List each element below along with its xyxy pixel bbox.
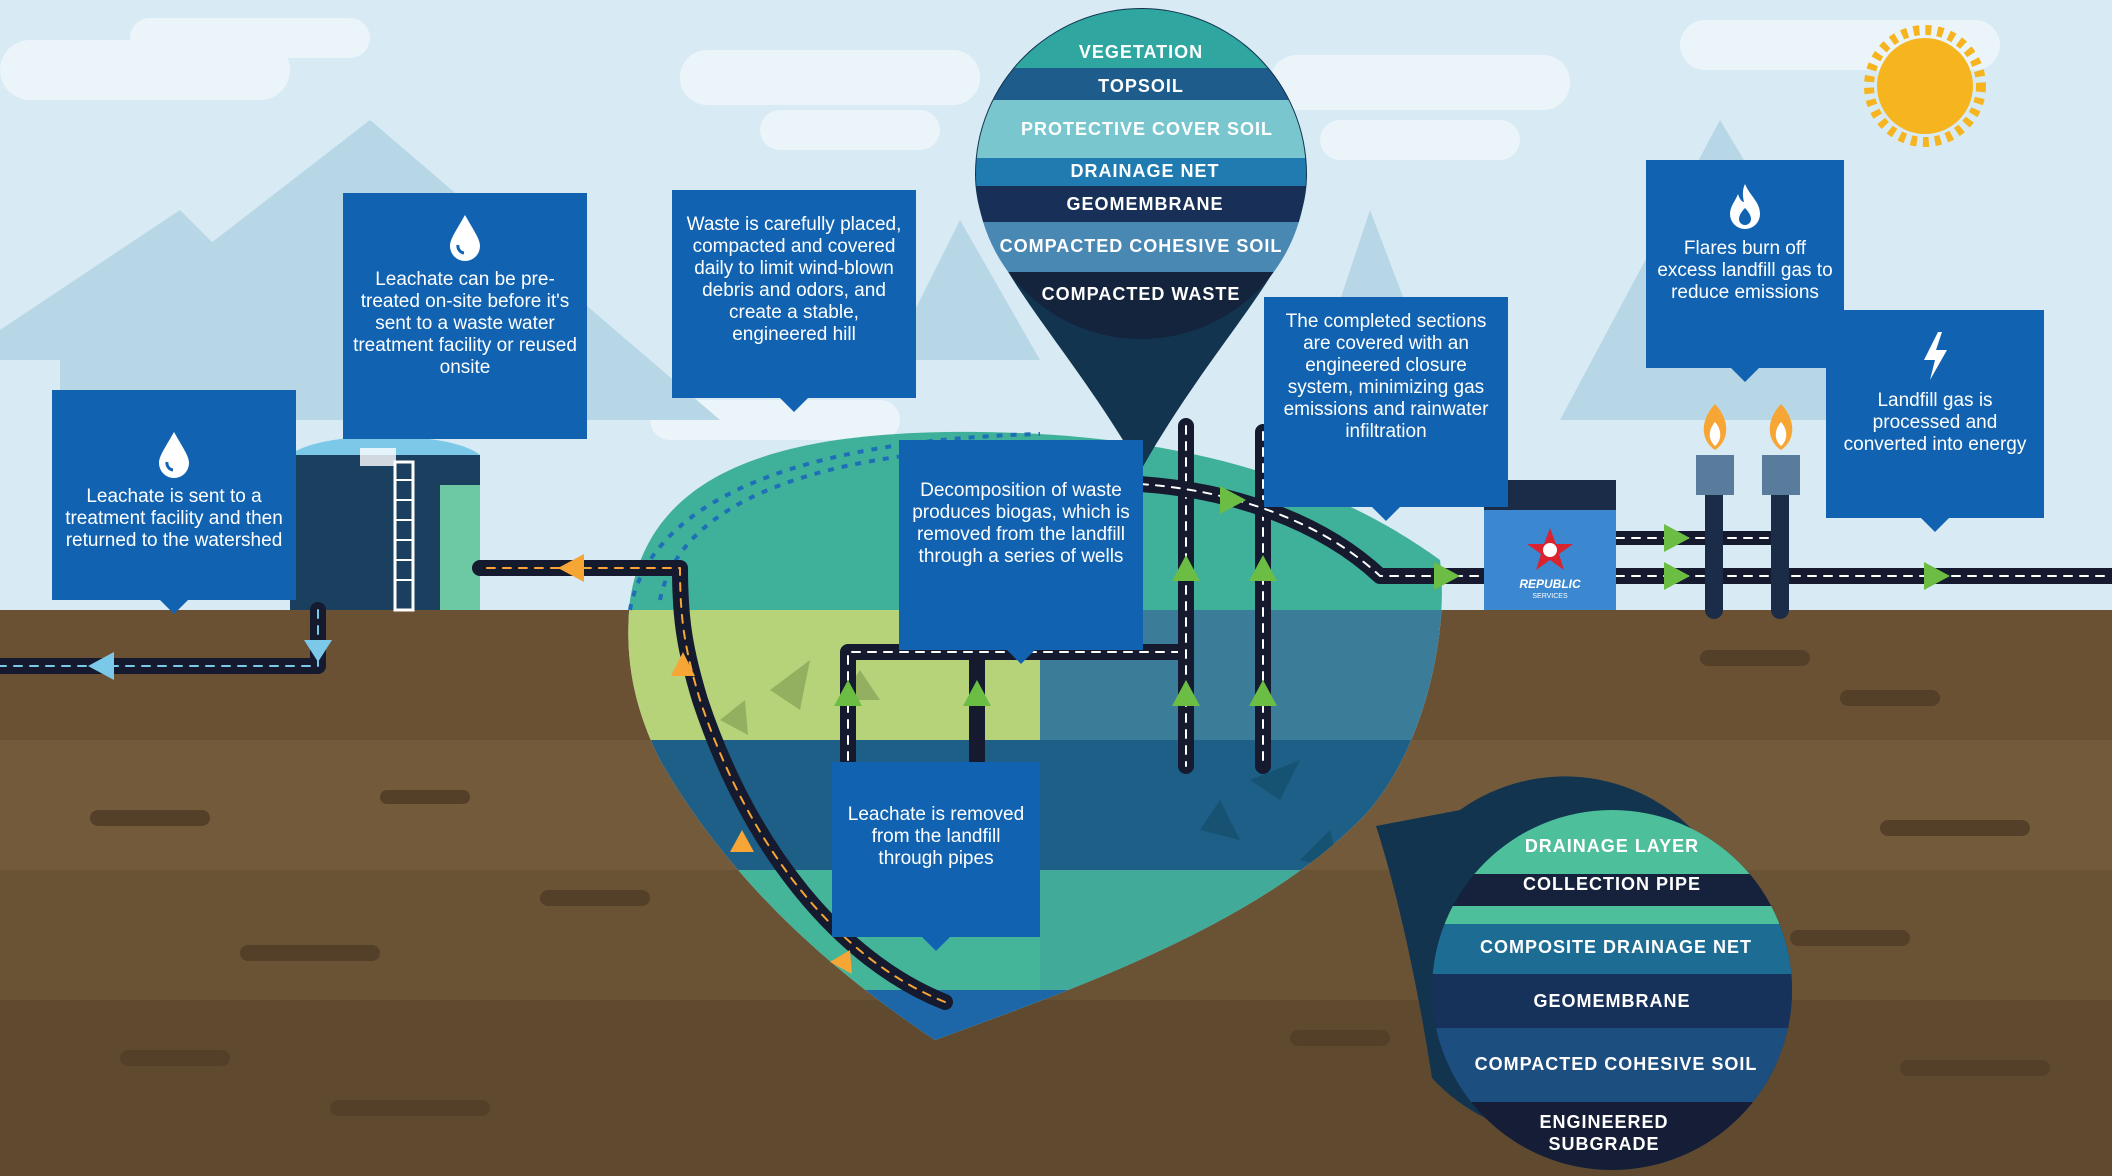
logo-name: REPUBLIC [1519,577,1581,591]
sun-icon [1864,25,1986,147]
cap-layers-callout: VEGETATION TOPSOIL PROTECTIVE COVER SOIL… [975,8,1307,470]
callout-pointer [1372,507,1400,521]
cap-layer-label: PROTECTIVE COVER SOIL [1021,119,1273,139]
liner-layer-label: SUBGRADE [1548,1134,1659,1154]
callout-pointer [1731,368,1759,382]
callout-text: Leachate can be pre-treated on-site befo… [353,269,577,378]
clouds [0,18,2000,440]
logo-sub: SERVICES [1532,593,1568,600]
liner-layer-label: COLLECTION PIPE [1523,874,1701,894]
callout-pointer [1007,650,1035,664]
cap-layer-label: COMPACTED WASTE [1042,284,1241,304]
callout-text: Flares burn off excess landfill gas to r… [1657,238,1833,303]
callout-landfill-gas: Landfill gas is processed and converted … [1826,310,2044,532]
cap-layer-label: TOPSOIL [1098,76,1184,96]
callout-pointer [922,937,950,951]
callout-pointer [1921,518,1949,532]
flame-icon [1769,404,1793,450]
leachate-arrows [558,554,852,974]
callout-text: Leachate is removed from the landfill th… [847,804,1025,869]
callout-flares: Flares burn off excess landfill gas to r… [1646,160,1844,382]
callout-leachate-sent: Leachate is sent to a treatment facility… [52,390,296,614]
callout-text: Landfill gas is processed and converted … [1843,390,2027,455]
cap-layer-label: DRAINAGE NET [1070,161,1219,181]
gas-arrows [834,486,1950,706]
liner-layer-label: DRAINAGE LAYER [1525,836,1699,856]
callout-leachate-pretreated: Leachate can be pre-treated on-site befo… [343,193,587,439]
callout-completed-sections: The completed sections are covered with … [1264,297,1508,521]
callout-text: Decomposition of waste produces biogas, … [912,480,1130,567]
callout-leachate-removed: Leachate is removed from the landfill th… [832,762,1040,951]
liner-layer-label: GEOMEMBRANE [1533,991,1690,1011]
flame-icon [1730,184,1760,229]
liner-layer-label: COMPOSITE DRAINAGE NET [1480,937,1752,957]
callout-pointer [780,398,808,412]
republic-building: REPUBLIC SERVICES [1484,480,1616,610]
flame-icon [1703,404,1727,450]
callout-text: The completed sections are covered with … [1283,311,1489,442]
callout-decomposition: Decomposition of waste produces biogas, … [899,440,1143,664]
cap-layer-label: GEOMEMBRANE [1066,194,1223,214]
cap-layer-label: VEGETATION [1079,42,1203,62]
liner-layer-label: ENGINEERED [1539,1112,1668,1132]
water-arrows [88,640,332,680]
water-drop-icon [450,215,480,261]
lightning-bolt-icon [1924,332,1947,380]
flare-stacks [1696,404,1800,495]
ground-texture [90,650,2050,1116]
callout-text: Leachate is sent to a treatment facility… [65,486,283,551]
callout-text: Waste is carefully placed, compacted and… [686,214,902,345]
liner-layer-label: COMPACTED COHESIVE SOIL [1475,1054,1758,1074]
ground-layer-4 [0,1000,2112,1176]
treatment-facility [290,436,480,612]
callout-pointer [160,600,188,614]
callout-waste-placed: Waste is carefully placed, compacted and… [672,190,916,412]
republic-logo: REPUBLIC SERVICES [1519,528,1581,600]
water-drop-icon [159,432,189,478]
cap-layer-label: COMPACTED COHESIVE SOIL [1000,236,1283,256]
